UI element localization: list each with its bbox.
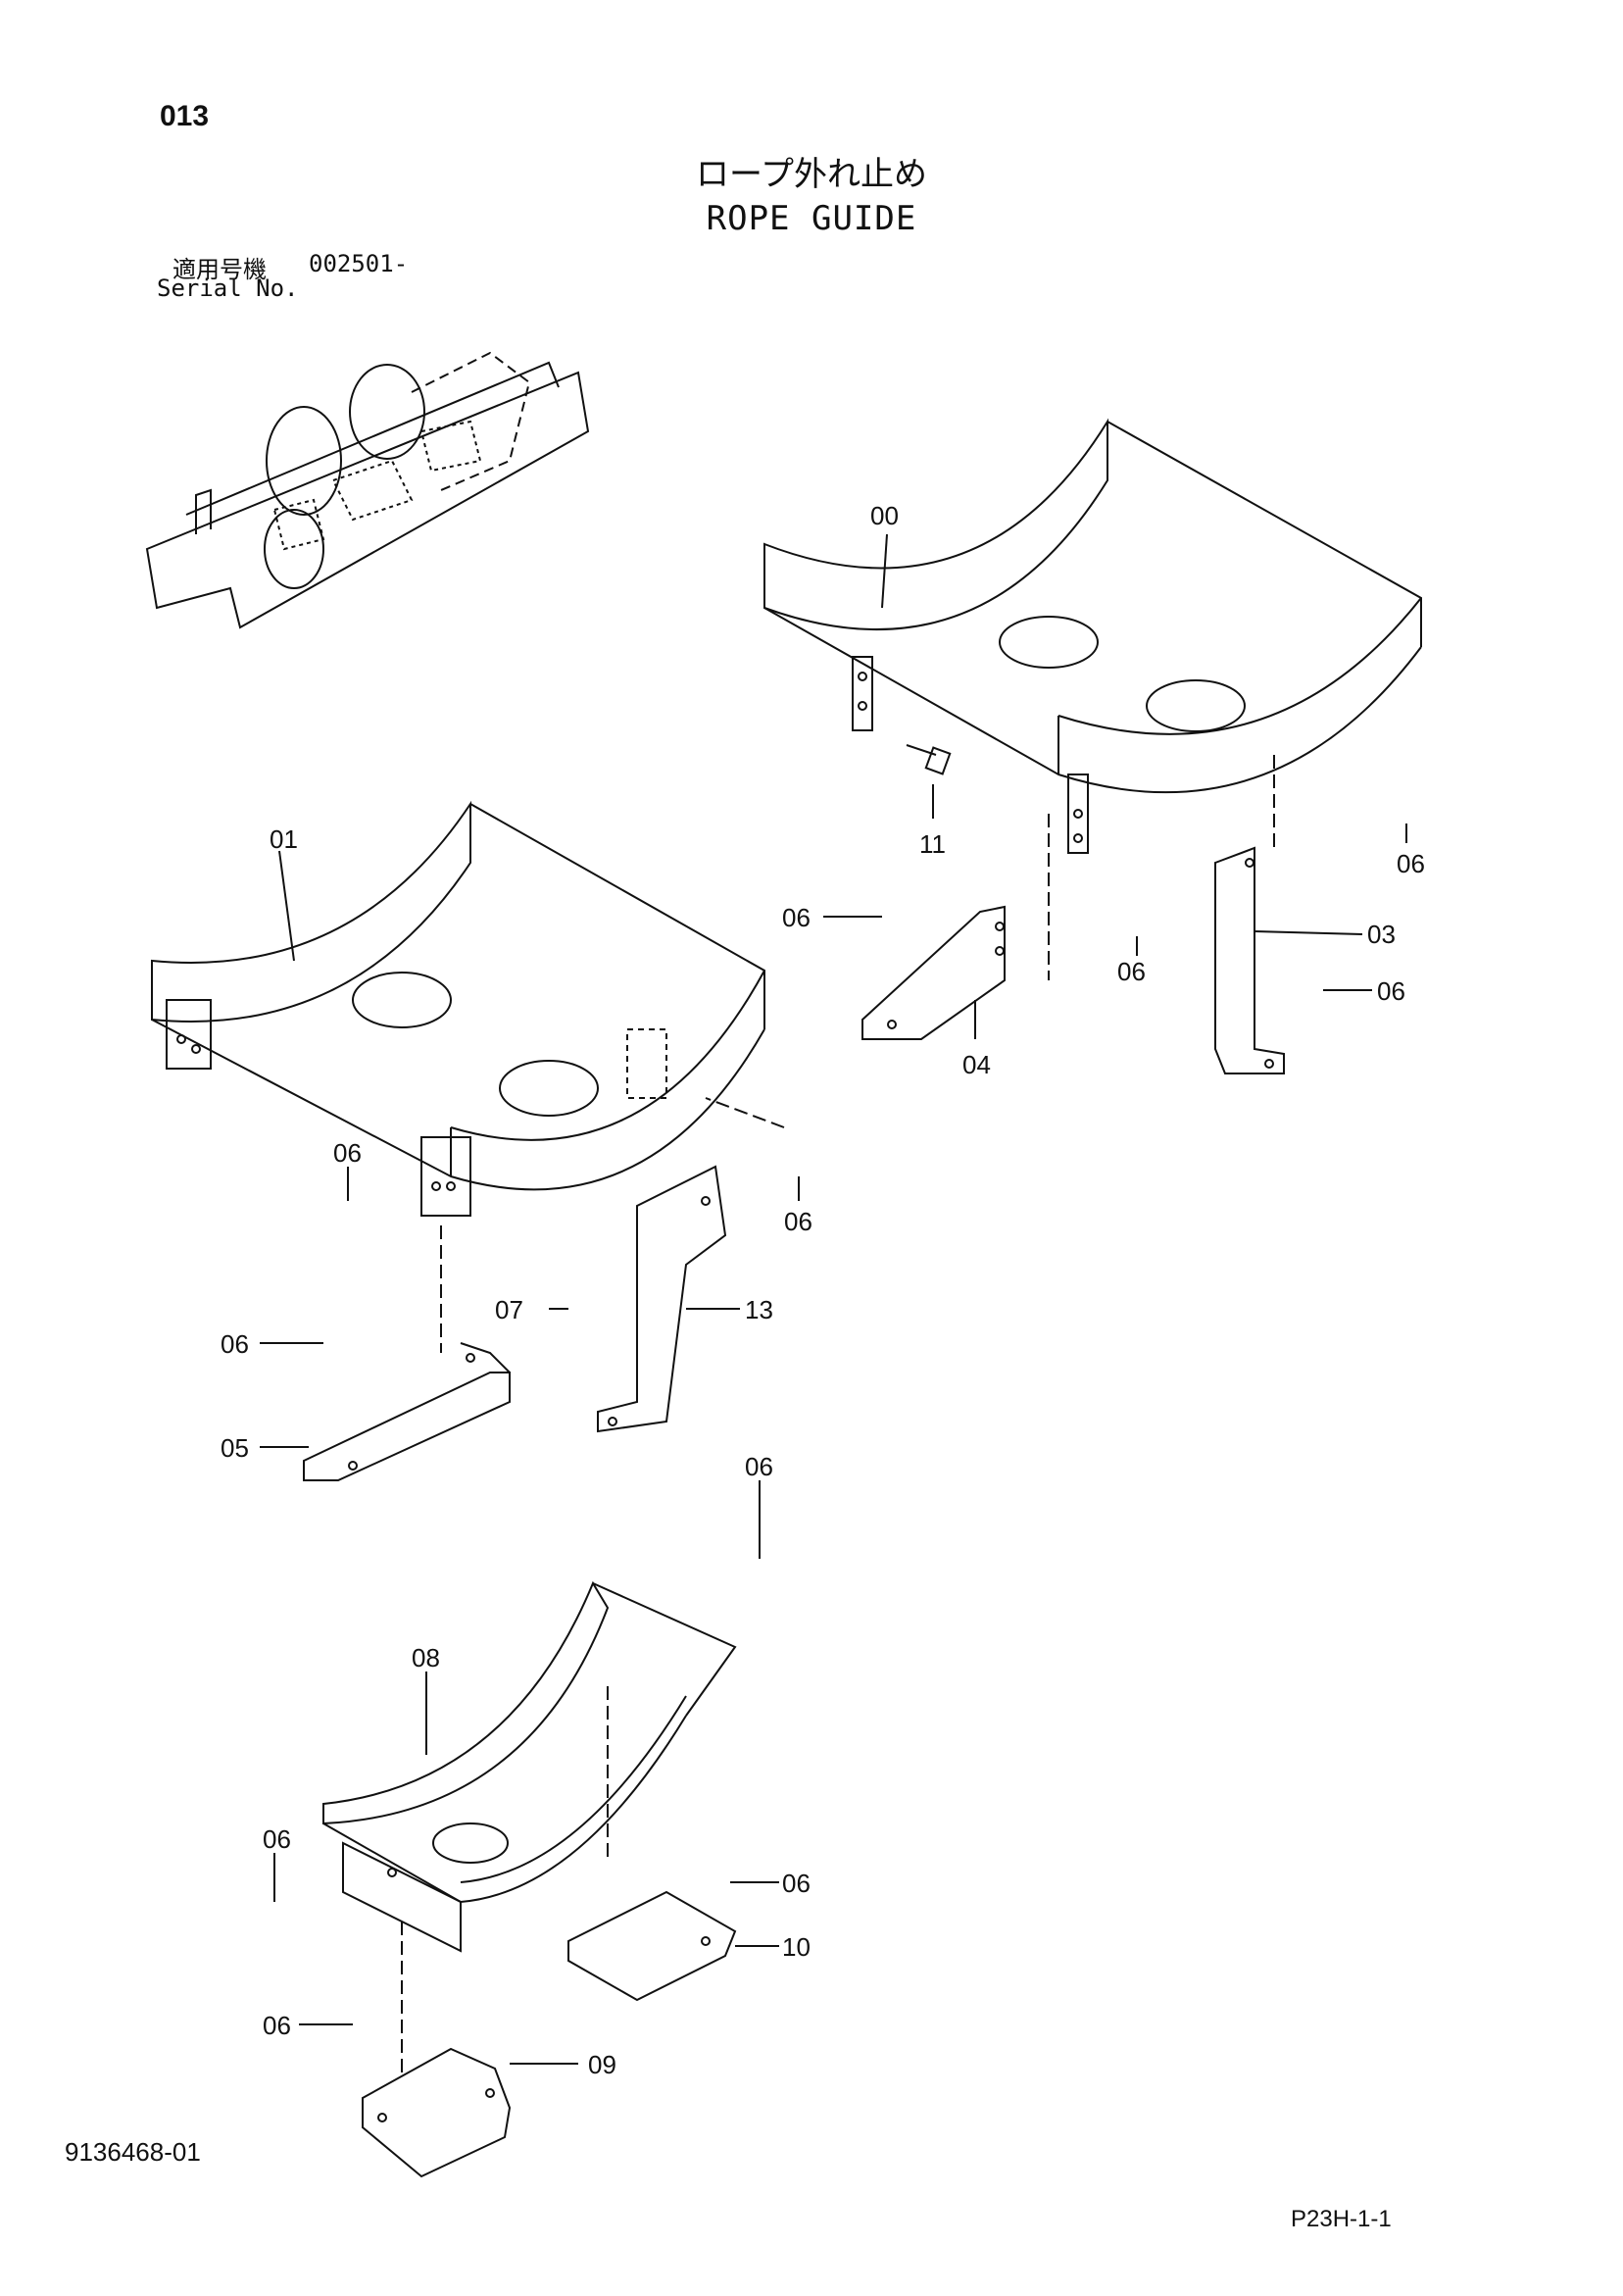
callout-06: 06 bbox=[782, 1869, 811, 1898]
callout-06: 06 bbox=[263, 1824, 291, 1854]
callout-13: 13 bbox=[745, 1295, 773, 1324]
serial-label-english: Serial No. bbox=[157, 275, 299, 302]
callout-06: 06 bbox=[333, 1138, 362, 1168]
callout-09: 09 bbox=[588, 2050, 616, 2079]
part-08-guide bbox=[322, 1580, 737, 1953]
callout-06: 06 bbox=[1117, 957, 1146, 986]
part-03-bracket bbox=[1214, 755, 1285, 1074]
callout-06: 06 bbox=[1397, 849, 1425, 878]
part-00-guide bbox=[763, 418, 1422, 854]
serial-value: 002501- bbox=[309, 250, 409, 277]
title-japanese: ロープ外れ止め bbox=[696, 155, 927, 194]
callout-03: 03 bbox=[1367, 920, 1396, 949]
callout-06: 06 bbox=[221, 1329, 249, 1359]
callout-06: 06 bbox=[1377, 976, 1405, 1006]
title-english: ROPE GUIDE bbox=[706, 199, 917, 238]
part-10-bracket bbox=[567, 1890, 737, 2002]
part-05-bracket bbox=[303, 1225, 511, 1481]
part-09-bracket bbox=[362, 1922, 512, 2178]
callout-06: 06 bbox=[784, 1207, 812, 1236]
part-04-bracket bbox=[861, 814, 1050, 1040]
callout-00: 00 bbox=[870, 501, 899, 530]
bolt-11 bbox=[906, 744, 952, 775]
callout-06: 06 bbox=[782, 903, 811, 932]
part-01-guide bbox=[151, 800, 765, 1217]
callout-11: 11 bbox=[919, 829, 946, 859]
callout-10: 10 bbox=[782, 1932, 811, 1962]
callout-01: 01 bbox=[270, 824, 298, 854]
callout-08: 08 bbox=[412, 1643, 440, 1672]
callout-06: 06 bbox=[745, 1452, 773, 1481]
part-13-bracket bbox=[597, 1097, 785, 1433]
callout-06: 06 bbox=[263, 2011, 291, 2040]
locator-sketch bbox=[145, 351, 590, 629]
callout-07: 07 bbox=[495, 1295, 523, 1324]
leader-lines bbox=[260, 533, 1407, 2065]
drawing-number: 9136468-01 bbox=[65, 2137, 201, 2167]
page-number: 013 bbox=[160, 100, 210, 132]
callout-04: 04 bbox=[962, 1050, 991, 1079]
serial-label-japanese: 適用号機 bbox=[172, 256, 267, 283]
page-reference: P23H-1-1 bbox=[1291, 2206, 1392, 2232]
callout-05: 05 bbox=[221, 1433, 249, 1463]
